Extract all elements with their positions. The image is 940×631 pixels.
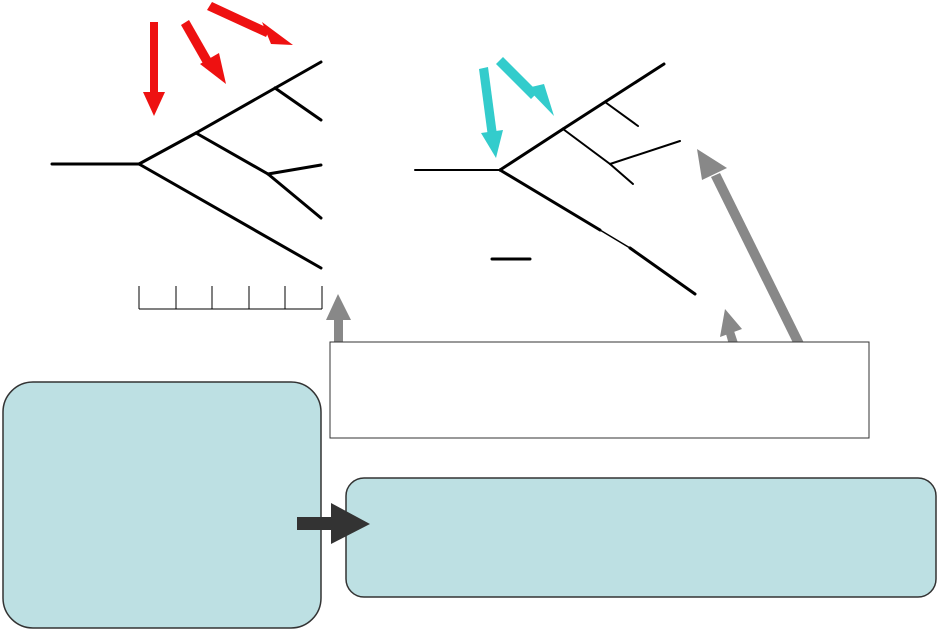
cyan-arrows bbox=[479, 57, 554, 158]
right-tree bbox=[414, 62, 697, 296]
right-panel-text bbox=[346, 478, 936, 597]
left-tree-branch-c bbox=[194, 131, 270, 176]
left-tree-lower-clade-branch bbox=[137, 162, 323, 270]
red-arrow-diagonal-arrow bbox=[181, 20, 226, 84]
left-tree bbox=[50, 60, 323, 270]
left-tree-branch-d bbox=[266, 163, 323, 176]
right-tree-branch-e bbox=[609, 163, 634, 185]
right-tree-upper-clade-branch bbox=[498, 127, 565, 172]
cyan-arrow-right-arrow bbox=[496, 57, 554, 116]
red-arrow-right-diagonal-arrow bbox=[207, 2, 293, 45]
left-info-panel bbox=[2, 381, 322, 629]
left-panel-text bbox=[3, 382, 321, 628]
left-tree-branch-a bbox=[194, 60, 323, 135]
right-tree-lower-branch bbox=[498, 168, 602, 232]
right-tree-lower-branch-thin bbox=[599, 229, 631, 249]
right-tree-lower-branch-end bbox=[628, 246, 697, 296]
right-tree-branch-b bbox=[604, 101, 639, 127]
left-tree-upper-clade-branch bbox=[137, 131, 198, 166]
cyan-arrow-left-arrow bbox=[479, 67, 503, 158]
left-tree-branch-b bbox=[273, 86, 323, 122]
left-tree-branch-e bbox=[266, 172, 323, 220]
gray-arrow-up-left-arrow bbox=[326, 294, 351, 349]
right-tree-branch-d bbox=[609, 140, 681, 165]
left-tree-scale-ruler bbox=[138, 286, 323, 310]
caption-text-box bbox=[329, 341, 870, 439]
red-arrows bbox=[143, 2, 293, 116]
right-info-panel bbox=[345, 477, 937, 598]
right-tree-branch-a bbox=[561, 62, 666, 131]
dark-arrow-right-arrow bbox=[297, 503, 370, 544]
red-arrow-down-arrow bbox=[143, 22, 165, 116]
gray-arrows bbox=[326, 149, 806, 352]
caption-text bbox=[330, 342, 869, 438]
gray-arrow-long-arrow bbox=[697, 149, 806, 351]
right-tree-branch-c bbox=[562, 128, 611, 165]
